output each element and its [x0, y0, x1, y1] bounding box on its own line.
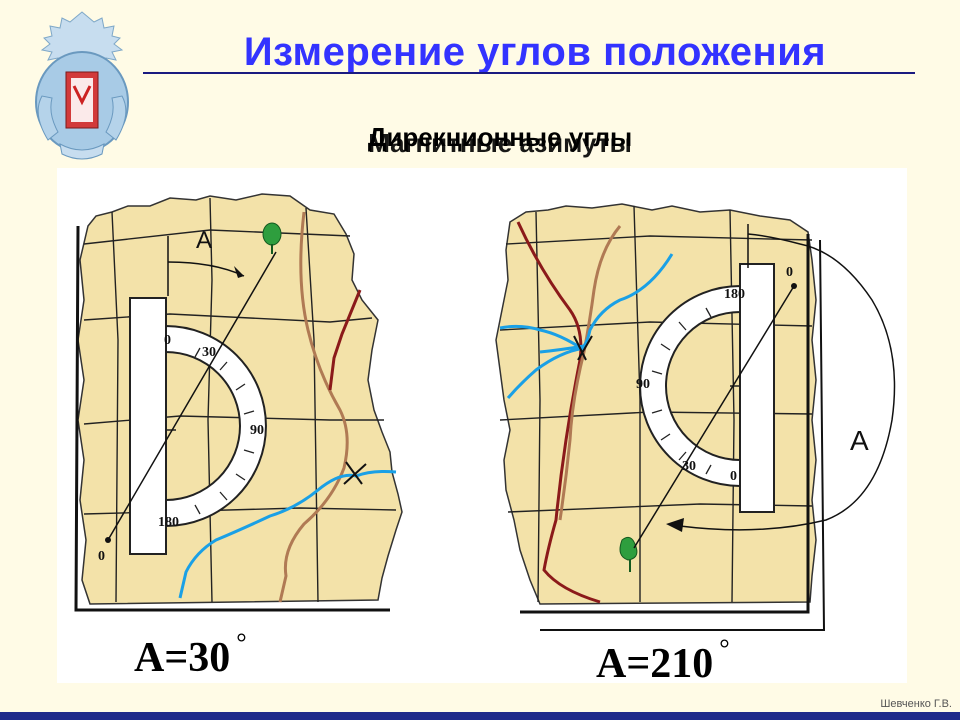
right-map-frame — [520, 234, 810, 614]
right-arrow-head — [666, 518, 684, 532]
left-map-frame — [74, 225, 390, 612]
right-river — [499, 253, 674, 399]
left-road — [278, 211, 349, 603]
left-tree-icon — [262, 222, 282, 254]
right-formula-text: А=210 — [596, 641, 714, 687]
author-credit: Шевченко Г.В. — [880, 698, 952, 710]
bottom-bar — [0, 712, 960, 720]
right-protractor — [639, 263, 775, 513]
left-river — [178, 470, 397, 599]
subtitle-magnetic-azimuths: Магнитные азимуты — [368, 128, 632, 158]
right-red-road — [516, 221, 601, 604]
emblem-logo — [35, 11, 129, 160]
right-label-0-bottom: 0 — [730, 469, 737, 484]
left-formula-text: А=30 — [134, 635, 231, 681]
left-formula: А=30° — [134, 628, 247, 682]
left-origin-dot — [105, 537, 111, 543]
left-red-road — [328, 289, 362, 391]
left-protractor — [129, 297, 267, 555]
right-angle-label: А — [850, 425, 869, 456]
right-road — [558, 225, 622, 521]
left-label-90: 90 — [250, 423, 264, 438]
left-map: 0 30 90 180 0 А — [74, 193, 403, 612]
subtitle-directional-angles: Дирекционные углы — [367, 122, 633, 152]
left-label-30: 30 — [202, 345, 216, 360]
title-underline — [143, 72, 915, 74]
right-degree-sign: ° — [719, 634, 730, 663]
subtitle-overlapped: Дирекционные углы Магнитные азимуты — [300, 122, 700, 162]
left-arrow-head — [234, 266, 244, 278]
right-protractor-ticks — [651, 307, 712, 475]
right-origin-dot — [791, 283, 797, 289]
right-label-0-top: 0 — [786, 265, 793, 280]
right-angle-lines — [633, 224, 896, 549]
left-angle-label: А — [196, 227, 212, 254]
right-map: 180 0 90 30 0 А — [495, 203, 896, 631]
right-scale-labels: 180 0 90 30 0 — [636, 265, 793, 484]
right-bridge-icon — [573, 335, 593, 361]
right-label-30: 30 — [682, 459, 696, 474]
right-tree-icon — [619, 536, 638, 572]
left-label-0-bottom: 0 — [98, 549, 105, 564]
left-bridge-icon — [343, 461, 367, 485]
left-label-180: 180 — [158, 515, 179, 530]
right-map-frame-outer — [540, 239, 826, 631]
left-protractor-ticks — [194, 347, 255, 515]
right-label-180: 180 — [724, 287, 745, 302]
left-degree-sign: ° — [236, 628, 247, 657]
right-label-90: 90 — [636, 377, 650, 392]
left-scale-labels: 0 30 90 180 0 — [98, 333, 264, 564]
slide-title: Измерение углов положения — [243, 30, 827, 74]
left-label-0-top: 0 — [164, 333, 171, 348]
right-formula: А=210° — [596, 634, 730, 688]
